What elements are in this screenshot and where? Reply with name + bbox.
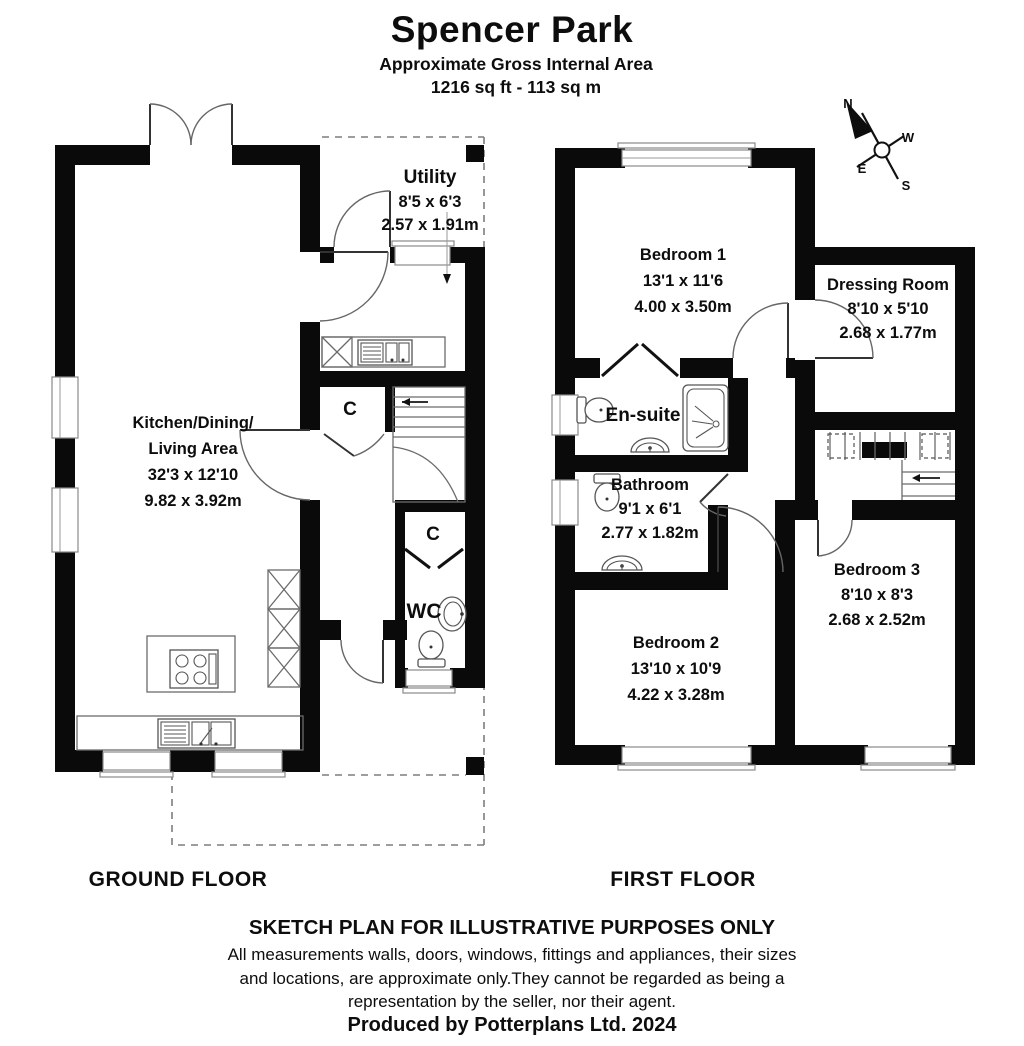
wc-sink-icon [437,596,467,632]
bathroom-toilet-icon [593,473,621,512]
ground-floor-windows [51,240,456,778]
kitchen-counter [76,715,304,751]
kitchen-sink-icon [157,718,236,749]
cupboard2-label: C [426,524,440,545]
cupboard1-label: C [343,399,357,420]
ground-floor-walls [55,145,485,772]
first-floor-windows [551,142,956,771]
bathroom-label: Bathroom [611,476,689,494]
dressing-room-dims-imperial: 8'10 x 5'10 [847,300,928,318]
kitchen-dims-metric: 9.82 x 3.92m [144,492,241,510]
bathroom-sink-icon [601,555,643,571]
bedroom1-dims-metric: 4.00 x 3.50m [634,298,731,316]
producer-credit: Produced by Potterplans Ltd. 2024 [348,1014,678,1036]
dressing-room-dims-metric: 2.68 x 1.77m [839,324,936,342]
utility-dims-metric: 2.57 x 1.91m [381,216,478,234]
ground-floor-stairs [392,386,466,503]
wc-toilet-icon [417,630,446,668]
first-floor-title: FIRST FLOOR [610,868,756,891]
header: Spencer Park Approximate Gross Internal … [379,9,653,97]
compass-w-label: W [902,130,915,145]
bedroom2-label: Bedroom 2 [633,634,719,652]
bedroom3-dims-metric: 2.68 x 2.52m [828,611,925,629]
compass-s-label: S [902,178,911,193]
ensuite-label: En-suite [606,405,681,426]
first-floor-plan: Bedroom 1 13'1 x 11'6 4.00 x 3.50m Dress… [551,142,975,771]
utility-counter [321,212,451,368]
footer-disclaimer: SKETCH PLAN FOR ILLUSTRATIVE PURPOSES ON… [228,916,797,1036]
disclaimer-line3: representation by the seller, nor their … [348,992,676,1011]
wc-label: WC [407,600,442,623]
ground-floor-doors [239,190,464,684]
compass-n-label: N [843,96,852,111]
first-floor-stairs [827,432,955,500]
kitchen-island [146,635,236,693]
bedroom1-dims-imperial: 13'1 x 11'6 [643,272,723,290]
bedroom2-dims-metric: 4.22 x 3.28m [627,686,724,704]
page-area: 1216 sq ft - 113 sq m [431,77,601,97]
disclaimer-line1: All measurements walls, doors, windows, … [228,945,797,964]
bedroom3-label: Bedroom 3 [834,561,920,579]
ground-floor-title: GROUND FLOOR [89,868,268,891]
patio-double-door [149,103,233,146]
first-floor-doors [601,299,874,573]
dressing-room-label: Dressing Room [827,276,949,294]
disclaimer-title: SKETCH PLAN FOR ILLUSTRATIVE PURPOSES ON… [249,916,776,939]
compass-rose-icon: N W E S [843,96,915,193]
kitchen-label2: Living Area [148,440,238,458]
utility-dims-imperial: 8'5 x 6'3 [399,193,462,211]
first-floor-walls [555,148,975,765]
ensuite-sink-icon [630,437,670,453]
ensuite-toilet-icon [576,396,614,424]
kitchen-label: Kitchen/Dining/ [133,414,254,432]
utility-label: Utility [404,167,457,188]
ground-floor-plan: Kitchen/Dining/ Living Area 32'3 x 12'10… [51,103,485,846]
bedroom1-label: Bedroom 1 [640,246,726,264]
disclaimer-line2: and locations, are approximate only.They… [240,969,786,988]
bathroom-dims-metric: 2.77 x 1.82m [601,524,698,542]
kitchen-tall-units [267,569,301,688]
utility-sink-icon [357,339,413,366]
page-subtitle: Approximate Gross Internal Area [379,54,653,74]
kitchen-dims-imperial: 32'3 x 12'10 [148,466,238,484]
page-title: Spencer Park [391,9,634,50]
compass-e-label: E [858,161,867,176]
hob-icon [169,649,219,689]
ensuite-shower-icon [682,384,729,452]
bedroom2-dims-imperial: 13'10 x 10'9 [631,660,721,678]
bathroom-dims-imperial: 9'1 x 6'1 [619,500,682,518]
bedroom3-dims-imperial: 8'10 x 8'3 [841,586,913,604]
